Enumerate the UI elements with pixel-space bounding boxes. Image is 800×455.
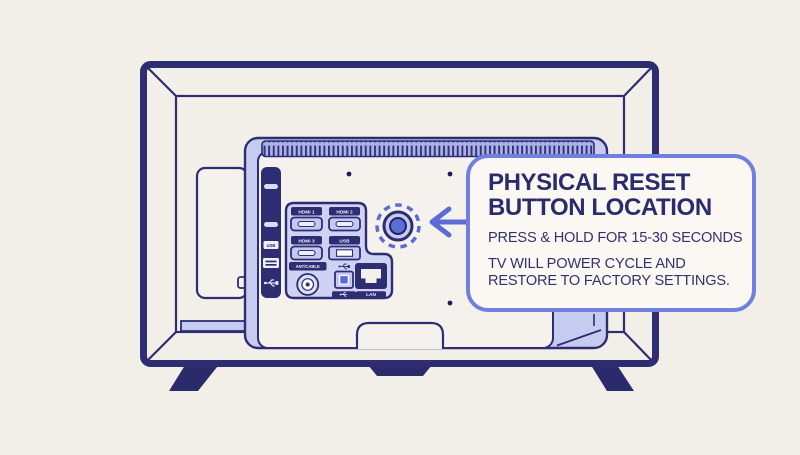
side-usb-badge-label: USB [267, 243, 276, 248]
lan-port: LAN [355, 263, 387, 298]
tv-stand-leg-right [589, 362, 634, 391]
mini-label-line [265, 260, 277, 263]
hdmi3-label-badge [291, 236, 322, 245]
ethernet-jack [361, 269, 381, 283]
callout-title-line2: BUTTON LOCATION [488, 194, 712, 222]
arrow-left-icon [429, 206, 472, 238]
mini-label-badge [263, 258, 279, 268]
hdmi3-label: HDMI 3 [298, 238, 315, 244]
tv-stand-foot-center [368, 365, 432, 376]
hdmi2-label: HDMI 2 [336, 209, 353, 215]
side-usb-badge [263, 241, 279, 249]
lan-label-badge [356, 291, 386, 298]
hdmi1-slot [297, 220, 316, 228]
reset-button-group [375, 203, 421, 249]
bevel-line-bottom-right [623, 331, 654, 363]
ant-cable-port: ANT/CABLE [289, 262, 327, 296]
hdmi2-label-badge [329, 207, 360, 216]
usb-trident-icon [339, 292, 348, 297]
mini-label-line [265, 264, 277, 266]
hdmi1-port: HDMI 1 [290, 207, 323, 232]
reset-button [389, 217, 407, 235]
usb-port: USB [328, 236, 361, 261]
screw-dot [447, 171, 453, 177]
side-shelf [180, 320, 250, 332]
stand-mount-column [355, 321, 445, 349]
vent-grille [261, 140, 595, 158]
reset-highlight-ring [375, 203, 421, 249]
tv-stand-leg-left [169, 362, 221, 391]
bevel-line-bottom-left [145, 331, 177, 363]
callout-box: PHYSICAL RESET BUTTON LOCATION PRESS & H… [466, 154, 756, 312]
ant-cable-label-badge [289, 262, 327, 271]
callout-body-line2: TV WILL POWER CYCLE AND [488, 255, 686, 272]
coax-pin [305, 282, 310, 287]
hdmi1-label: HDMI 1 [298, 209, 315, 215]
hdmi1-label-badge [291, 207, 322, 216]
side-slot-port [264, 222, 278, 227]
hdmi3-slot [297, 249, 316, 257]
usb-trident-icon [264, 279, 279, 287]
callout-body-line1: PRESS & HOLD FOR 15-30 SECONDS [488, 229, 743, 246]
housing-bevel-line [556, 329, 602, 347]
bevel-line-top-right [623, 65, 654, 97]
screw-dot [447, 300, 453, 306]
screw-dot [346, 171, 352, 177]
usb-label: USB [339, 238, 350, 244]
side-port-strip: USB [261, 167, 281, 298]
usb-slot [335, 249, 354, 257]
hdmi2-slot [335, 220, 354, 228]
usb-service-port [332, 263, 356, 298]
usb-label-badge [329, 236, 360, 245]
hdmi3-port: HDMI 3 [290, 236, 323, 261]
side-slot-port [264, 184, 278, 189]
hdmi2-port: HDMI 2 [328, 207, 361, 232]
usb-service-slot [339, 274, 349, 285]
lan-label: LAN [366, 292, 376, 298]
bevel-line-top-left [145, 65, 177, 97]
callout-title-line1: PHYSICAL RESET [488, 169, 690, 196]
ports-panel: HDMI 1 HDMI 2 HDMI 3 USB ANT/CAB [284, 201, 394, 300]
ant-cable-label: ANT/CABLE [296, 264, 320, 269]
usb-trident-icon [338, 263, 350, 270]
callout-body-line3: RESTORE TO FACTORY SETTINGS. [488, 273, 730, 290]
